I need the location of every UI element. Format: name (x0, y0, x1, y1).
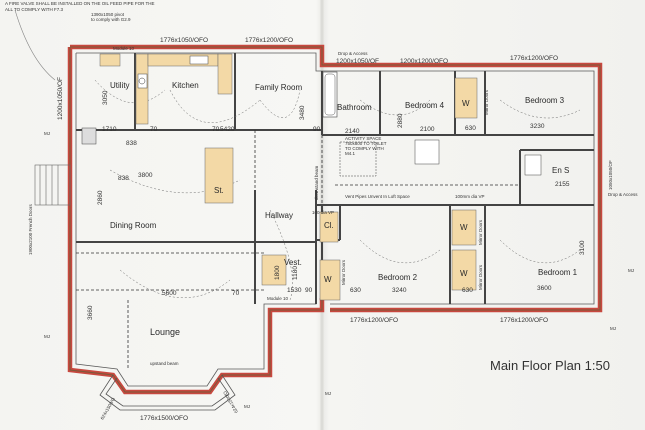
dim-838-b: 838 (118, 175, 129, 182)
activity-space-2: 750x800 TO TOILET (345, 141, 387, 146)
dim-70-b: 70 (212, 126, 220, 133)
dim-3660: 3660 (87, 305, 94, 320)
dashed-lines (76, 130, 520, 369)
room-dining: Dining Room (110, 221, 157, 230)
mj-1: MJ (44, 334, 50, 339)
dim-838-a: 838 (126, 140, 137, 147)
mj-2: MJ (244, 404, 250, 409)
room-cupboard: Cl. (324, 221, 334, 230)
french-door-steps (34, 164, 71, 206)
room-utility: Utility (110, 81, 130, 90)
note-comply: ALL TO COMPLY WITH F7.3 (5, 7, 64, 12)
room-kitchen: Kitchen (172, 81, 199, 90)
dim-2880: 2880 (397, 113, 404, 128)
mj-5: MJ (628, 268, 634, 273)
note-pivot-2: to comply with G2.9 (91, 17, 131, 22)
note-fire-valve: A FIRE VALVE SHALL BE INSTALLED ON THE O… (5, 1, 155, 6)
bathroom-fittings (322, 71, 542, 177)
hundred-vp-note: 100mm dia VP (455, 194, 485, 199)
dim-1800: 1800 (274, 265, 281, 280)
room-bathroom: Bathroom (337, 103, 372, 112)
window-bay-right: 624x1500/O (222, 390, 239, 414)
dim-3800: 3800 (138, 172, 153, 179)
door-swing-arc (14, 9, 56, 81)
wardrobes (204, 77, 478, 301)
room-bedroom1: Bedroom 1 (538, 268, 578, 277)
module-10-top: Module 10 (113, 46, 135, 51)
dim-90-a: 90 (313, 126, 321, 133)
upstand-beam: upstand beam (150, 361, 179, 366)
window-top-left: 1776x1050/OFO (160, 37, 208, 44)
module-10-bottom: Module 10 (267, 296, 289, 301)
window-bay-center: 1776x1500/OFO (140, 415, 188, 422)
dim-3100: 3100 (579, 240, 586, 255)
activity-space-4: M4.1 (345, 151, 356, 156)
window-top-family: 1776x1200/OFO (245, 37, 293, 44)
dim-630-c: 630 (462, 287, 473, 294)
window-bed3: 1776x1200/OFO (510, 55, 558, 62)
kitchen-units (81, 53, 233, 145)
downstand-beam: downstand beam (314, 165, 319, 200)
mj-4: MJ (610, 326, 616, 331)
dim-2155: 2155 (555, 181, 570, 188)
dim-70-a: 70 (150, 126, 158, 133)
dim-70-c: 70 (232, 290, 240, 297)
dim-630-b: 630 (350, 287, 361, 294)
dim-5600: 5600 (162, 290, 177, 297)
room-bedroom4: Bedroom 4 (405, 101, 445, 110)
room-ensuite: En S (552, 166, 569, 175)
window-drop-access-top: Drop & Access (338, 51, 368, 56)
window-bottom-bed2: 1776x1200/OFO (350, 317, 398, 324)
mirror-doors-1: Mirror Doors (484, 89, 489, 115)
wardrobe-w-1: W (460, 223, 468, 232)
wardrobe-w-bed3: W (462, 99, 470, 108)
electrical-circuits (94, 79, 581, 301)
dim-1710: 1710 (102, 126, 117, 133)
dim-3050: 3050 (102, 90, 109, 105)
dim-5420: 5420 (220, 126, 235, 133)
mirror-doors-4: Mirror Doors (478, 264, 483, 290)
dim-2140: 2140 (345, 128, 360, 135)
window-bed4: 1200x1200/OFO (400, 58, 448, 65)
window-french-doors: 1900x2100 French Doors (28, 203, 33, 255)
window-bathroom: 1200x1050/OF (336, 58, 379, 65)
activity-space-3: TO COMPLY WITH (345, 146, 384, 151)
dim-2100: 2100 (420, 126, 435, 133)
dim-3240: 3240 (392, 287, 407, 294)
room-family: Family Room (255, 83, 302, 92)
dim-1180: 1180 (292, 266, 299, 280)
room-store: St. (214, 186, 224, 195)
wardrobe-w-bed2: W (324, 275, 332, 284)
note-pivot-1: 1390x1050 pivot (91, 12, 125, 17)
room-bedroom2: Bedroom 2 (378, 273, 418, 282)
wardrobe-w-2: W (460, 269, 468, 278)
mirror-doors-3: Mirror Doors (478, 219, 483, 245)
activity-space-1: ACTIVITY SPACE (345, 136, 381, 141)
dim-3230: 3230 (530, 123, 545, 130)
dim-3600: 3600 (537, 285, 552, 292)
dim-1530: 1530 (287, 287, 302, 294)
room-vestibule: Vest. (284, 258, 302, 267)
bay-window (99, 374, 236, 411)
room-hallway: Hallway (265, 211, 293, 220)
dim-630: 630 (465, 125, 476, 132)
window-bay-left: 624x1500/O (100, 396, 117, 420)
mj-6: MJ (44, 131, 50, 136)
vent-pipes-note: Vent Pipes Unvent In Loft Space (345, 194, 410, 199)
dim-90-b: 90 (305, 287, 313, 294)
window-bottom-bed1: 1776x1200/OFO (500, 317, 548, 324)
mirror-doors-2: Mirror Doors (341, 259, 346, 285)
window-right-side: 1050x1050/OF (608, 160, 613, 190)
mj-3: MJ (325, 391, 331, 396)
room-bedroom3: Bedroom 3 (525, 96, 565, 105)
plan-title: Main Floor Plan 1:50 (490, 358, 610, 373)
vp-note: 100 dia VP (312, 210, 334, 215)
dim-2860: 2860 (97, 190, 104, 205)
dim-3480: 3480 (299, 105, 306, 120)
room-lounge: Lounge (150, 327, 180, 337)
window-drop-access-right: Drop & Access (608, 192, 638, 197)
window-left-side: 1200x1050/OF (57, 77, 64, 120)
